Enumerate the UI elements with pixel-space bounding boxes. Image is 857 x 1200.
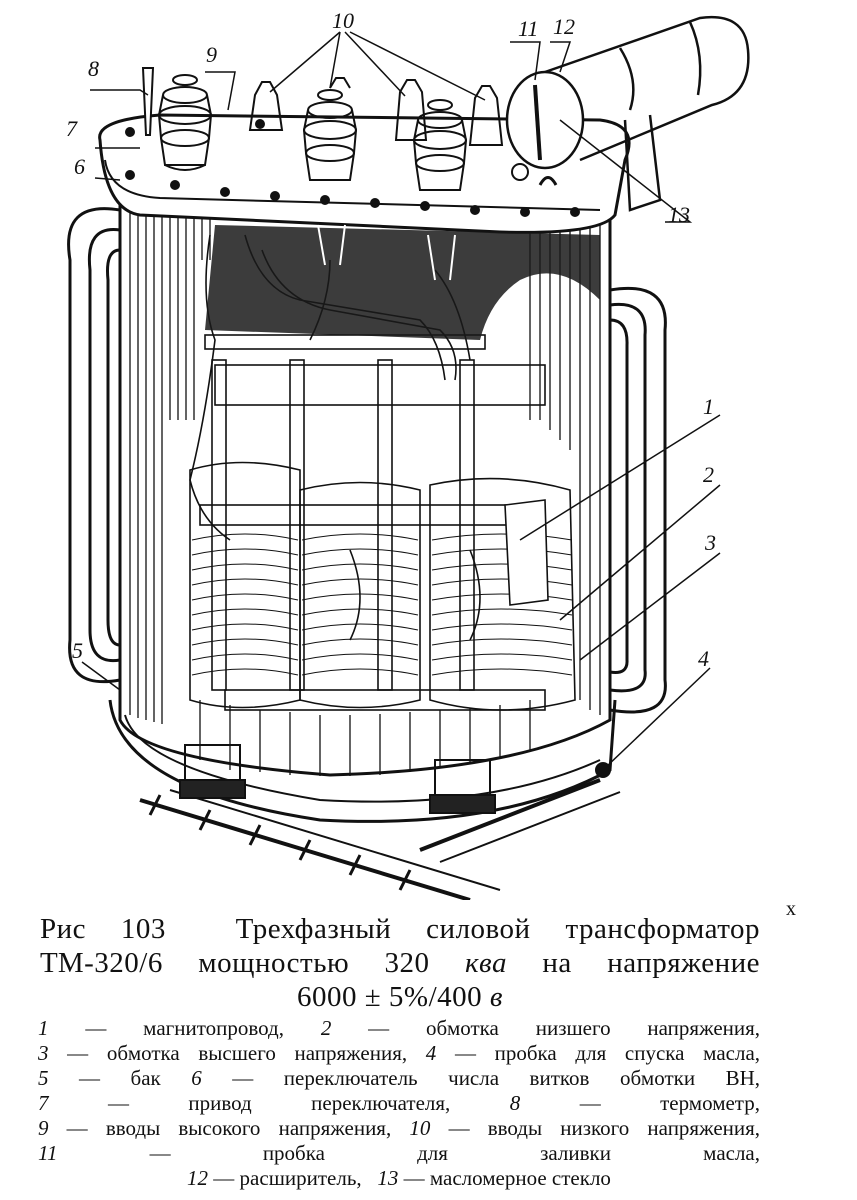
winding-right xyxy=(429,477,576,711)
leader-lines xyxy=(81,31,721,769)
transformer-illustration xyxy=(67,15,750,900)
figure-caption: Рис 103 Трехфазный силовой трансформатор… xyxy=(40,912,760,1014)
legend-num-7: 7 xyxy=(38,1091,49,1115)
callout-3: 3 xyxy=(705,530,716,555)
legend-text-11: — пробка для заливки масла, xyxy=(149,1141,761,1165)
lv-bushings xyxy=(248,77,504,146)
caption-voltage: 6000 ± 5%/400 xyxy=(297,981,483,1013)
tank-base xyxy=(108,699,617,823)
legend-line-1: 1 — магнитопровод, 2 — обмотка низшего н… xyxy=(38,1016,760,1041)
conservator xyxy=(505,15,750,212)
legend-num-6: 6 xyxy=(191,1066,202,1090)
legend-num-13: 13 xyxy=(377,1166,399,1190)
tank-body xyxy=(118,200,612,777)
callout-7: 7 xyxy=(66,116,77,141)
legend-num-2: 2 xyxy=(320,1016,332,1040)
legend-line-4: 7 — привод переключателя, 8 — термометр, xyxy=(38,1091,760,1116)
legend-num-3: 3 xyxy=(38,1041,49,1065)
callout-4: 4 xyxy=(698,646,709,671)
figure-legend: 1 — магнитопровод, 2 — обмотка низшего н… xyxy=(38,1016,760,1191)
legend-line-6: 11 — пробка для заливки масла, xyxy=(38,1141,760,1166)
filler-plug xyxy=(511,163,529,181)
callout-8: 8 xyxy=(88,56,99,81)
legend-text-8: — термометр, xyxy=(579,1091,760,1115)
callout-13: 13 xyxy=(668,202,690,227)
caption-voltage-label: на напряжение xyxy=(542,947,761,979)
legend-text-7: — привод переключателя, xyxy=(107,1091,451,1115)
legend-text-12: — расширитель, xyxy=(213,1166,362,1190)
radiator-tubes xyxy=(67,207,667,714)
callout-9: 9 xyxy=(206,42,217,67)
legend-text-3: — обмотка высшего напряжения, xyxy=(67,1041,408,1065)
caption-line-3: 6000 ± 5%/400 в xyxy=(40,980,760,1014)
legend-num-5: 5 xyxy=(38,1066,49,1090)
legend-num-4: 4 xyxy=(425,1041,437,1065)
winding-middle xyxy=(299,481,421,709)
legend-text-10: — вводы низкого напряжения, xyxy=(448,1116,761,1140)
caption-line-2: ТМ-320/6 мощностью 320 ква на напряжение xyxy=(40,946,760,980)
legend-text-4: — пробка для спуска масла, xyxy=(454,1041,761,1065)
legend-num-11: 11 xyxy=(38,1141,58,1165)
magnetic-core xyxy=(504,499,549,606)
thermometer xyxy=(141,67,155,136)
caption-line-1: Рис 103 Трехфазный силовой трансформатор xyxy=(40,912,760,946)
legend-num-9: 9 xyxy=(38,1116,49,1140)
legend-line-7: 12 — расширитель, 13 — масломерное стекл… xyxy=(38,1166,760,1191)
winding-left xyxy=(189,461,301,709)
lid-bolts xyxy=(125,119,580,217)
callout-10: 10 xyxy=(332,8,354,33)
caption-model: ТМ-320/6 мощностью 320 xyxy=(40,947,430,979)
legend-text-2: — обмотка низшего напряжения, xyxy=(368,1016,761,1040)
legend-text-13: — масломерное стекло xyxy=(403,1166,611,1190)
caption-unit-v: в xyxy=(489,981,503,1013)
legend-line-3: 5 — бак 6 — переключатель числа витков о… xyxy=(38,1066,760,1091)
caption-title: Трехфазный силовой трансформатор xyxy=(235,913,761,945)
legend-num-8: 8 xyxy=(509,1091,521,1115)
legend-num-1: 1 xyxy=(38,1016,49,1040)
tank-interior xyxy=(205,225,600,340)
callout-6: 6 xyxy=(74,154,85,179)
legend-line-2: 3 — обмотка высшего напряжения, 4 — проб… xyxy=(38,1041,760,1066)
callout-2: 2 xyxy=(703,462,714,487)
caption-unit-kva: ква xyxy=(464,947,507,979)
caption-prefix: Рис 103 xyxy=(40,913,166,945)
legend-text-5: — бак xyxy=(79,1066,161,1090)
stray-mark: х xyxy=(786,898,796,920)
callout-12: 12 xyxy=(553,14,575,39)
callout-5: 5 xyxy=(72,638,83,663)
legend-line-5: 9 — вводы высокого напряжения, 10 — ввод… xyxy=(38,1116,760,1141)
legend-num-10: 10 xyxy=(409,1116,431,1140)
callout-11: 11 xyxy=(518,16,539,41)
callout-1: 1 xyxy=(703,394,714,419)
legend-text-1: — магнитопровод, xyxy=(85,1016,284,1040)
rails xyxy=(139,778,621,900)
legend-text-9: — вводы высокого напряжения, xyxy=(66,1116,392,1140)
legend-text-6: — переключатель числа витков обмотки ВН, xyxy=(232,1066,760,1090)
wheels xyxy=(179,744,496,814)
legend-num-12: 12 xyxy=(187,1166,209,1190)
